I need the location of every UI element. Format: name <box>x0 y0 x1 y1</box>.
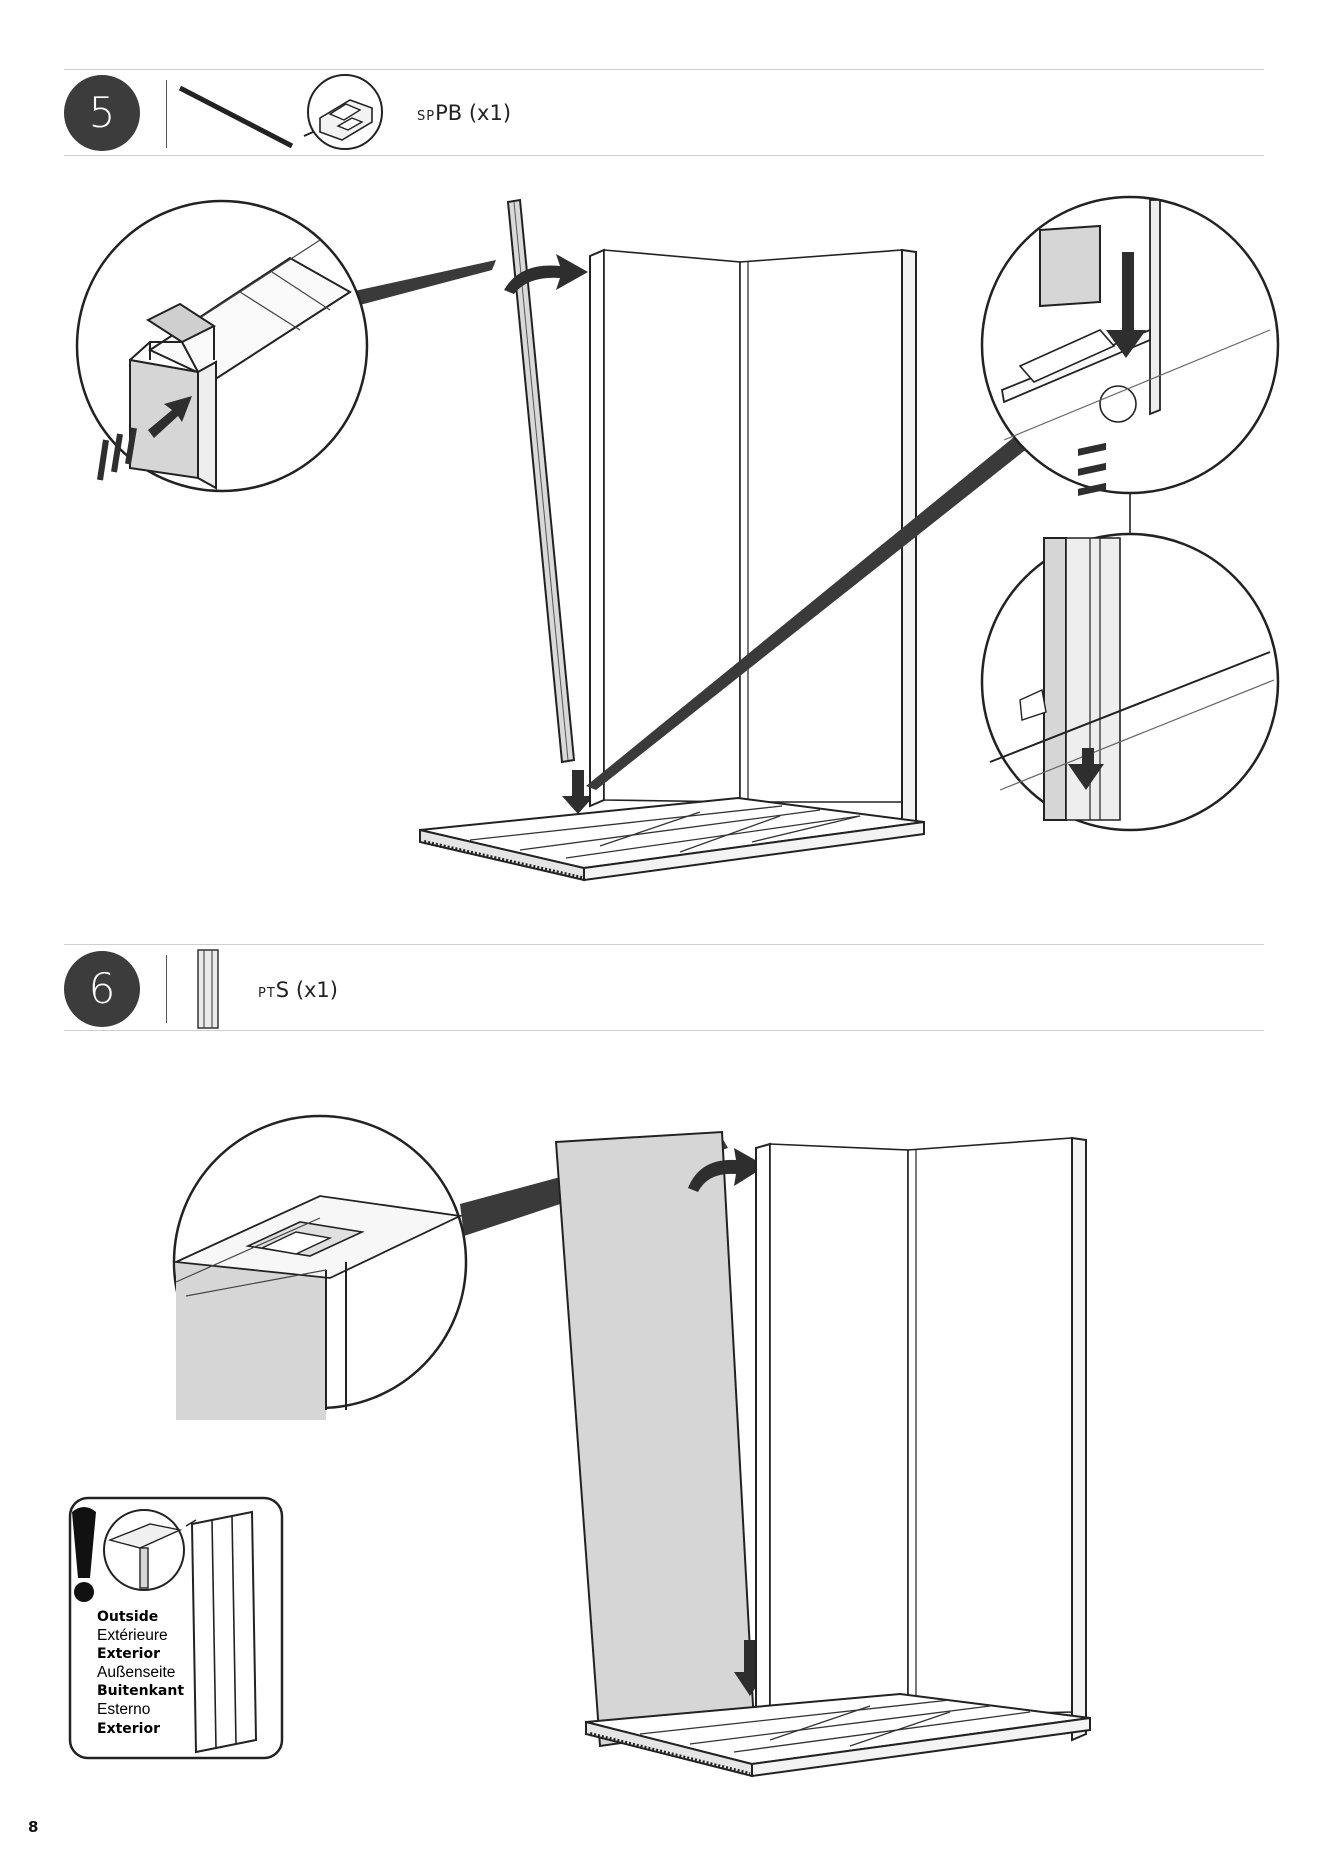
profile-section-zoom-icon <box>304 75 382 149</box>
step-6-left-detail-callout <box>174 1116 728 1420</box>
step-6-down-arrow-icon <box>734 1640 766 1696</box>
label-portuguese: Exterior <box>97 1720 184 1739</box>
step-5-number-badge: 5 <box>64 75 140 151</box>
outside-label-list: Outside Extérieure Exterior Außenseite B… <box>97 1608 184 1738</box>
step-6-bottom-rule <box>64 1030 1264 1031</box>
step-6-inserted-panel <box>556 1132 754 1746</box>
step-5-part-label: spPB (x1) <box>417 101 511 125</box>
step-6-wall-panel <box>756 1138 1086 1740</box>
step-5-right-top-detail-callout <box>982 197 1278 493</box>
step-6-part-name: S <box>276 978 289 1002</box>
step-6-quantity: (x1) <box>296 978 338 1002</box>
label-english: Outside <box>97 1608 184 1627</box>
label-german: Außenseite <box>97 1664 184 1683</box>
label-spanish: Exterior <box>97 1645 184 1664</box>
step-6-part-prefix: pt <box>258 986 276 1001</box>
label-dutch: Buitenkant <box>97 1682 184 1701</box>
step-6-floor-base <box>586 1694 1090 1776</box>
step-6-rotate-arrow-icon <box>688 1148 766 1192</box>
step-5-quantity: (x1) <box>469 101 511 125</box>
step-6-separator <box>166 955 167 1023</box>
step-5-part-name: PB <box>435 101 462 125</box>
step-5-top-rule <box>64 69 1264 70</box>
panel-strip-icon <box>198 950 218 1028</box>
step-5-down-arrow-icon <box>562 770 594 814</box>
step-6-part-label: ptS (x1) <box>258 978 338 1002</box>
step-5-bottom-rule <box>64 155 1264 156</box>
step-5-rotate-arrow-icon <box>504 254 588 294</box>
step-5-right-bottom-detail-callout <box>982 443 1278 830</box>
label-french: Extérieure <box>97 1627 184 1646</box>
label-italian: Esterno <box>97 1701 184 1720</box>
step-5-floor-base <box>420 798 924 880</box>
profile-bar-icon <box>180 84 294 146</box>
step-5-part-prefix: sp <box>417 109 435 124</box>
page-number: 8 <box>28 1818 38 1836</box>
step-5-separator <box>166 80 167 148</box>
step-5-left-detail-callout <box>77 201 496 491</box>
step-6-number-badge: 6 <box>64 951 140 1027</box>
step-5-wall-panel <box>590 250 916 830</box>
exclamation-icon <box>72 1507 96 1602</box>
step-6-top-rule <box>64 944 1264 945</box>
step-5-profile-bar <box>508 200 574 762</box>
